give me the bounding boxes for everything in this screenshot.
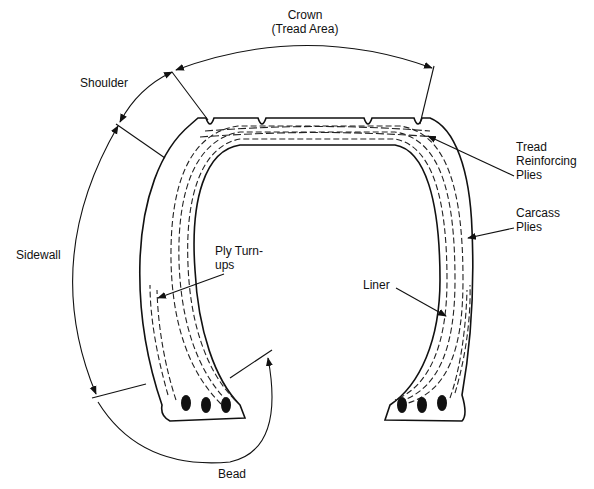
part-name: Carcass Plies [516, 206, 566, 234]
bead-arc [98, 358, 272, 463]
tread-reinforcing-plies [200, 127, 436, 138]
leader-line [396, 288, 446, 316]
belt-line [200, 133, 436, 138]
bead-tick [230, 350, 272, 378]
ply-line [171, 126, 463, 404]
ply-line [179, 132, 455, 402]
crown-arc [176, 45, 432, 70]
crown-tick [420, 66, 434, 124]
ply-turn-up [157, 290, 176, 400]
ply-turn-up [455, 285, 470, 393]
part-name: Shoulder [80, 76, 150, 90]
dimension-lines [73, 45, 434, 462]
ply-line [188, 139, 447, 400]
ply-turn-up [150, 285, 168, 395]
sidewall-arc [73, 126, 118, 394]
part-name: Liner [363, 278, 413, 292]
part-name: Ply Turn-ups [215, 244, 270, 272]
bead-wire [397, 397, 407, 413]
leader-line [468, 228, 514, 238]
sidewall-tick [92, 384, 146, 398]
bead-wire [417, 397, 427, 413]
tire-section [140, 118, 473, 421]
bead-wire [221, 397, 231, 413]
bead-wire [181, 395, 191, 411]
shoulder-tick [116, 124, 165, 158]
bead-wire [201, 397, 211, 413]
part-name: Sidewall [16, 248, 86, 262]
part-name: Crown (Tread Area) [270, 8, 340, 36]
leader-line [158, 274, 224, 298]
leader-line [428, 136, 514, 176]
bead-wires [181, 395, 447, 413]
belt-line [205, 127, 430, 132]
part-name: Bead [218, 467, 268, 481]
carcass-plies [150, 126, 470, 404]
leader-lines [158, 136, 514, 316]
part-name: Tread Reinforcing Plies [516, 140, 581, 182]
bead-wire [437, 395, 447, 411]
crown-tick [172, 72, 208, 120]
